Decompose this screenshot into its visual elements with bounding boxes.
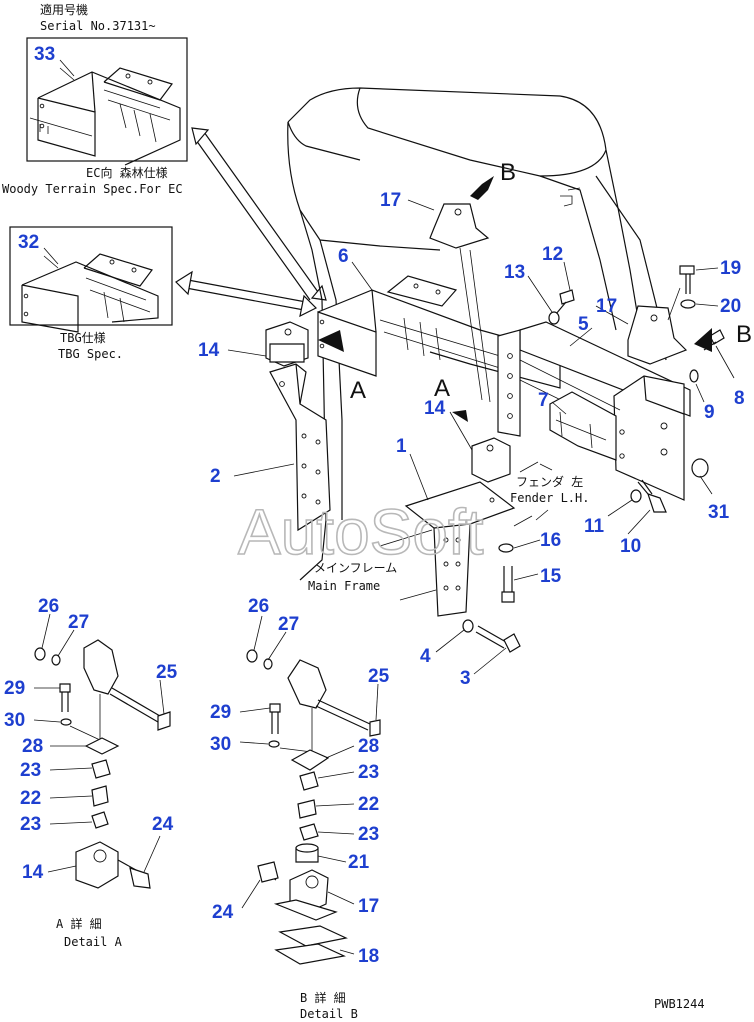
callout-23-a-upper: 23 xyxy=(20,760,41,781)
callout-1: 1 xyxy=(396,436,407,457)
callout-5: 5 xyxy=(578,314,589,335)
callout-31: 31 xyxy=(708,502,730,523)
callout-28-b: 28 xyxy=(358,736,379,757)
main-frame-en-label: Main Frame xyxy=(308,579,380,593)
callout-4: 4 xyxy=(420,646,431,667)
callout-3: 3 xyxy=(460,668,471,689)
applicable-serial-jp: 適用号機 xyxy=(40,2,88,17)
callout-27-b: 27 xyxy=(278,614,299,635)
reference-arrow-ec xyxy=(191,127,327,301)
callout-2: 2 xyxy=(210,466,221,487)
callout-16: 16 xyxy=(540,530,561,551)
detail-b-assembly xyxy=(246,649,381,965)
part-14-mount-center xyxy=(471,437,511,483)
detail-b-en-label: Detail B xyxy=(300,1007,358,1021)
part-7-bracket xyxy=(549,391,617,461)
callout-17-b: 17 xyxy=(358,896,379,917)
callout-22-a: 22 xyxy=(20,788,41,809)
part-1-main-bracket xyxy=(379,481,516,617)
callout-numbers: 33 32 17 6 13 12 19 17 20 5 14 7 9 8 14 … xyxy=(4,44,745,967)
callout-30-a: 30 xyxy=(4,710,25,731)
callout-23-a-lower: 23 xyxy=(20,814,41,835)
view-arrows xyxy=(318,176,712,422)
serial-number-note: Serial No.37131~ xyxy=(40,19,156,33)
callout-10: 10 xyxy=(620,536,641,557)
detail-a-en-label: Detail A xyxy=(64,935,123,949)
callout-19: 19 xyxy=(720,258,741,279)
callout-7: 7 xyxy=(538,390,549,411)
callout-33: 33 xyxy=(34,44,55,65)
callout-14-a: 14 xyxy=(22,862,44,883)
callout-30-b: 30 xyxy=(210,734,231,755)
callout-17-right: 17 xyxy=(596,296,617,317)
view-letter-a-left: A xyxy=(350,377,366,404)
inset-ec-spec xyxy=(26,37,188,166)
leader-lines xyxy=(33,59,735,955)
reference-arrow-tbg xyxy=(175,270,318,318)
main-frame-jp-label: メインフレーム xyxy=(314,561,397,575)
hardware-main-view xyxy=(462,265,725,653)
detail-a-jp-label: A 詳 細 xyxy=(56,916,102,931)
callout-13: 13 xyxy=(504,262,525,283)
callout-15: 15 xyxy=(540,566,562,587)
callout-18-b: 18 xyxy=(358,946,379,967)
callout-14-center: 14 xyxy=(424,398,446,419)
ec-spec-en-label: Woody Terrain Spec.For EC xyxy=(2,182,183,196)
fender-break-lines xyxy=(513,461,553,527)
drawing-number: PWB1244 xyxy=(654,997,705,1011)
view-letter-b-top: B xyxy=(500,159,516,186)
callout-29-a: 29 xyxy=(4,678,25,699)
callout-9: 9 xyxy=(704,402,715,423)
callout-20: 20 xyxy=(720,296,741,317)
part-5-right-frame xyxy=(497,321,691,501)
callout-23-b-lower: 23 xyxy=(358,824,379,845)
fender-jp-label: フェンダ 左 xyxy=(516,474,583,489)
tbg-spec-jp-label: TBG仕様 xyxy=(60,331,106,345)
callout-8: 8 xyxy=(734,388,745,409)
callout-25-b: 25 xyxy=(368,666,390,687)
callout-26-b: 26 xyxy=(248,596,269,617)
callout-24-b: 24 xyxy=(212,902,234,923)
callout-32: 32 xyxy=(18,232,39,253)
ec-spec-jp-label: EC向 森林仕様 xyxy=(86,165,168,180)
fender-en-label: Fender L.H. xyxy=(510,491,589,505)
callout-11: 11 xyxy=(584,516,605,537)
callout-12: 12 xyxy=(542,244,563,265)
view-letter-b-right: B xyxy=(736,321,752,348)
part-17-mount-top xyxy=(429,203,491,403)
detail-b-jp-label: B 詳 細 xyxy=(300,990,346,1005)
part-14-mount-left xyxy=(265,321,309,367)
detail-a-assembly xyxy=(34,639,171,889)
callout-21-b: 21 xyxy=(348,852,370,873)
callout-17-top: 17 xyxy=(380,190,401,211)
view-letter-a-center: A xyxy=(434,375,450,402)
callout-6: 6 xyxy=(338,246,349,267)
part-2-left-stay xyxy=(269,363,331,532)
inset-tbg-spec xyxy=(9,226,173,333)
callout-29-b: 29 xyxy=(210,702,231,723)
callout-22-b: 22 xyxy=(358,794,379,815)
tbg-spec-en-label: TBG Spec. xyxy=(58,347,123,361)
callout-25-a: 25 xyxy=(156,662,178,683)
callout-23-b-upper: 23 xyxy=(358,762,379,783)
callout-28-a: 28 xyxy=(22,736,43,757)
callout-26-a: 26 xyxy=(38,596,59,617)
part-17-mount-right xyxy=(627,287,688,365)
callout-14-left: 14 xyxy=(198,340,220,361)
callout-27-a: 27 xyxy=(68,612,89,633)
autosoft-watermark: AutoSoft xyxy=(238,496,484,568)
callout-24-a: 24 xyxy=(152,814,174,835)
